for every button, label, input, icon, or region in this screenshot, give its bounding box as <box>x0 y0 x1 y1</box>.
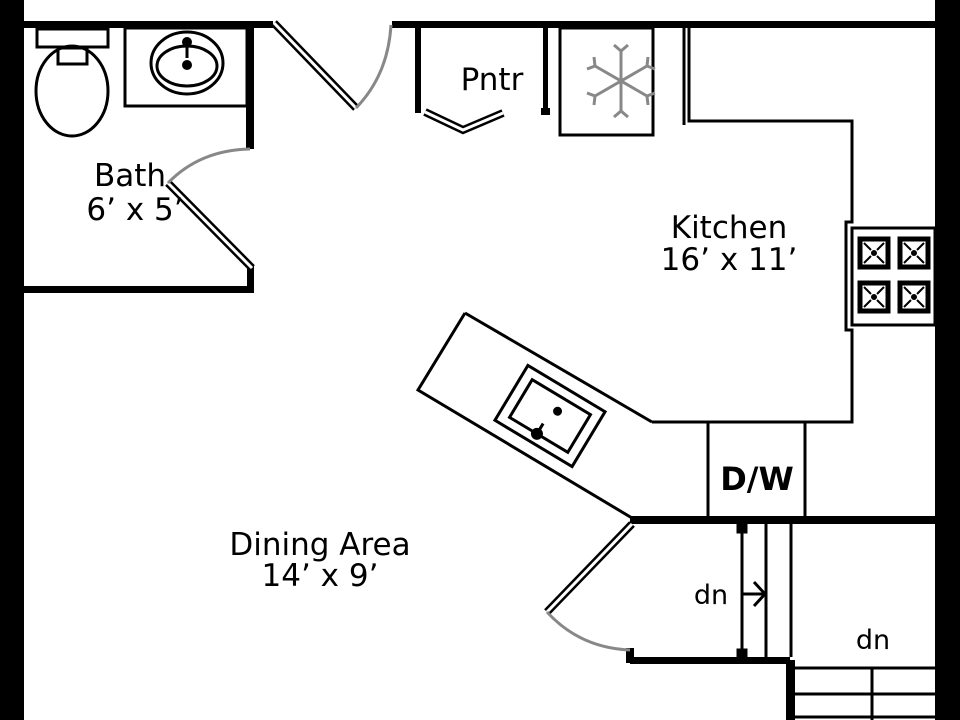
stairs-lower <box>795 666 935 720</box>
pantry-label: Pntr <box>461 62 524 98</box>
dishwasher-label: D/W <box>720 460 794 498</box>
sink-basin-outer <box>149 30 225 96</box>
kitchen-size: 16’ x 11’ <box>661 242 798 278</box>
pantry-bifold-door[interactable] <box>423 108 505 135</box>
toilet-tank <box>35 27 110 49</box>
toilet-bowl <box>34 44 110 138</box>
dining-area-label: Dining Area <box>229 527 410 563</box>
kitchen-label: Kitchen <box>671 210 788 246</box>
bath-label: Bath <box>94 158 166 194</box>
entry-door[interactable] <box>271 20 393 111</box>
faucet-dot <box>530 427 543 440</box>
drain-icon <box>182 60 192 70</box>
stair-door-jamb <box>626 648 634 663</box>
burner-icon <box>857 236 891 270</box>
stair-door-swing <box>545 610 631 652</box>
east-exterior-wall <box>935 0 960 720</box>
bath-size: 6’ x 5’ <box>86 192 183 228</box>
stair-door[interactable] <box>544 521 635 652</box>
stairs-upper <box>736 522 793 660</box>
kitchen-counter <box>415 28 854 520</box>
drain-icon <box>553 406 563 416</box>
dishwasher: D/W <box>706 422 807 517</box>
refrigerator <box>558 26 656 137</box>
stove <box>850 226 937 327</box>
stair-north-wall <box>630 516 935 524</box>
entry-door-swing <box>354 24 393 110</box>
burner-icon <box>857 280 891 314</box>
bath-south-wall <box>24 286 254 293</box>
bath-door[interactable] <box>165 147 255 271</box>
vanity <box>123 26 249 108</box>
faucet-dot <box>182 37 192 47</box>
snowflake-icon <box>586 43 656 119</box>
bathroom-sink <box>123 26 249 108</box>
burner-icon <box>897 280 931 314</box>
bath-east-wall-lower <box>247 266 254 293</box>
pantry-west-wall <box>415 28 421 113</box>
stair-south-wall <box>630 657 790 664</box>
toilet <box>34 27 110 138</box>
toilet-seat-hinge <box>56 46 89 66</box>
stairs-down-label: dn <box>856 625 890 656</box>
arrow-head <box>752 580 768 608</box>
dining-area-size: 14’ x 9’ <box>262 558 379 594</box>
burner-icon <box>897 236 931 270</box>
stair-west-wall-lower <box>786 660 795 720</box>
pantry-east-wall <box>543 28 548 113</box>
stairs-down-label: dn <box>694 580 728 611</box>
north-wall-left <box>24 21 273 28</box>
pantry-east-block <box>541 108 550 115</box>
west-exterior-wall <box>0 0 24 720</box>
kitchen-sink <box>492 363 608 469</box>
bath-east-wall-upper <box>246 28 254 149</box>
bath-door-swing <box>166 147 251 185</box>
north-wall-right <box>392 21 935 28</box>
